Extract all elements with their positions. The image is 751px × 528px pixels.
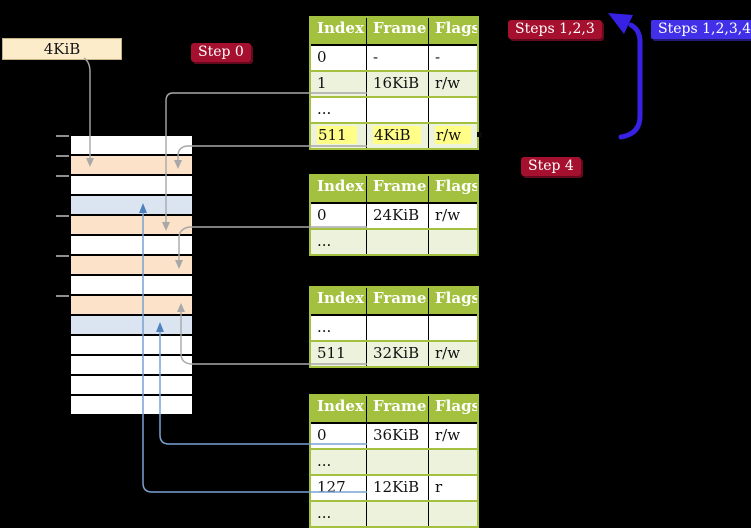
table-row: ... — [311, 500, 477, 526]
memory-cell-12-white — [71, 356, 192, 376]
memory-cell-2-peach — [71, 156, 192, 176]
memory-cell-13-white — [71, 376, 192, 396]
memory-cell-3-white — [71, 176, 192, 196]
cell-index: 0 — [311, 424, 367, 448]
cell-flags — [429, 230, 477, 254]
highlight-index: 511 — [317, 126, 357, 144]
header-cell-flags: Flags — [429, 396, 477, 422]
cell-frame — [367, 502, 429, 526]
cell-flags: r/w — [429, 204, 477, 228]
cell-index: ... — [311, 230, 367, 254]
cell-index: 511 — [311, 124, 367, 148]
header-cell-frame: Frame — [367, 176, 429, 202]
page-size-label: 4KiB — [2, 38, 122, 60]
cell-index: ... — [311, 450, 367, 474]
memory-cell-14-white — [71, 396, 192, 414]
memory-tick — [56, 295, 69, 297]
memory-tick — [56, 135, 69, 137]
memory-tick — [56, 255, 69, 257]
cell-index: 0 — [311, 204, 367, 228]
memory-tick — [56, 155, 69, 157]
cell-frame: 32KiB — [367, 342, 429, 366]
table-row: ... — [311, 314, 477, 340]
cell-frame: 4KiB — [367, 124, 429, 148]
cell-flags: r/w — [429, 342, 477, 366]
table-row: 511 4KiB r/w — [311, 122, 477, 148]
steps-loop-arrow — [618, 22, 643, 140]
memory-cell-5-peach — [71, 216, 192, 236]
header-cell-index: Index — [311, 18, 367, 44]
cell-flags: r/w — [429, 72, 477, 96]
cell-frame — [367, 98, 429, 122]
steps123-badge: Steps 1,2,3 — [508, 20, 602, 39]
memory-column — [69, 134, 194, 416]
header-cell-index: Index — [311, 288, 367, 314]
memory-tick — [56, 175, 69, 177]
cell-flags — [429, 502, 477, 526]
memory-tick — [56, 215, 69, 217]
cell-frame: 36KiB — [367, 424, 429, 448]
memory-cell-11-white — [71, 336, 192, 356]
cell-flags: r — [429, 476, 477, 500]
table-row: ... — [311, 96, 477, 122]
cell-index: ... — [311, 502, 367, 526]
memory-cell-6-white — [71, 236, 192, 256]
cell-frame — [367, 450, 429, 474]
cell-index: ... — [311, 316, 367, 340]
cell-frame — [367, 316, 429, 340]
cell-frame: 12KiB — [367, 476, 429, 500]
memory-cell-1-white — [71, 136, 192, 156]
cell-index: 127 — [311, 476, 367, 500]
cell-frame: 16KiB — [367, 72, 429, 96]
arrowhead-upleft-icon — [608, 13, 633, 34]
step0-badge: Step 0 — [191, 43, 251, 62]
highlight-frame: 4KiB — [373, 126, 421, 144]
cell-frame: - — [367, 46, 429, 70]
cell-frame: 24KiB — [367, 204, 429, 228]
cell-frame — [367, 230, 429, 254]
memory-cell-8-white — [71, 276, 192, 296]
header-cell-frame: Frame — [367, 396, 429, 422]
header-cell-index: Index — [311, 396, 367, 422]
header-cell-flags: Flags — [429, 18, 477, 44]
table-row: 0-- — [311, 44, 477, 70]
cell-index: 511 — [311, 342, 367, 366]
cell-flags: r/w — [429, 124, 477, 148]
cell-flags — [429, 316, 477, 340]
header-cell-flags: Flags — [429, 288, 477, 314]
cell-flags: r/w — [429, 424, 477, 448]
header-cell-frame: Frame — [367, 288, 429, 314]
header-cell-flags: Flags — [429, 176, 477, 202]
memory-cell-9-peach — [71, 296, 192, 316]
highlight-flags: r/w — [435, 126, 472, 144]
table-row: ... — [311, 228, 477, 254]
cell-flags — [429, 98, 477, 122]
cell-flags — [429, 450, 477, 474]
memory-cell-4-blue — [71, 196, 192, 216]
step4-badge: Step 4 — [521, 157, 581, 176]
steps1234-badge: Steps 1,2,3,4 — [651, 20, 751, 39]
table-row: ... — [311, 448, 477, 474]
cell-index: 1 — [311, 72, 367, 96]
header-cell-index: Index — [311, 176, 367, 202]
cell-flags: - — [429, 46, 477, 70]
memory-cell-7-peach — [71, 256, 192, 276]
cell-index: 0 — [311, 46, 367, 70]
memory-cell-10-blue — [71, 316, 192, 336]
header-cell-frame: Frame — [367, 18, 429, 44]
cell-index: ... — [311, 98, 367, 122]
